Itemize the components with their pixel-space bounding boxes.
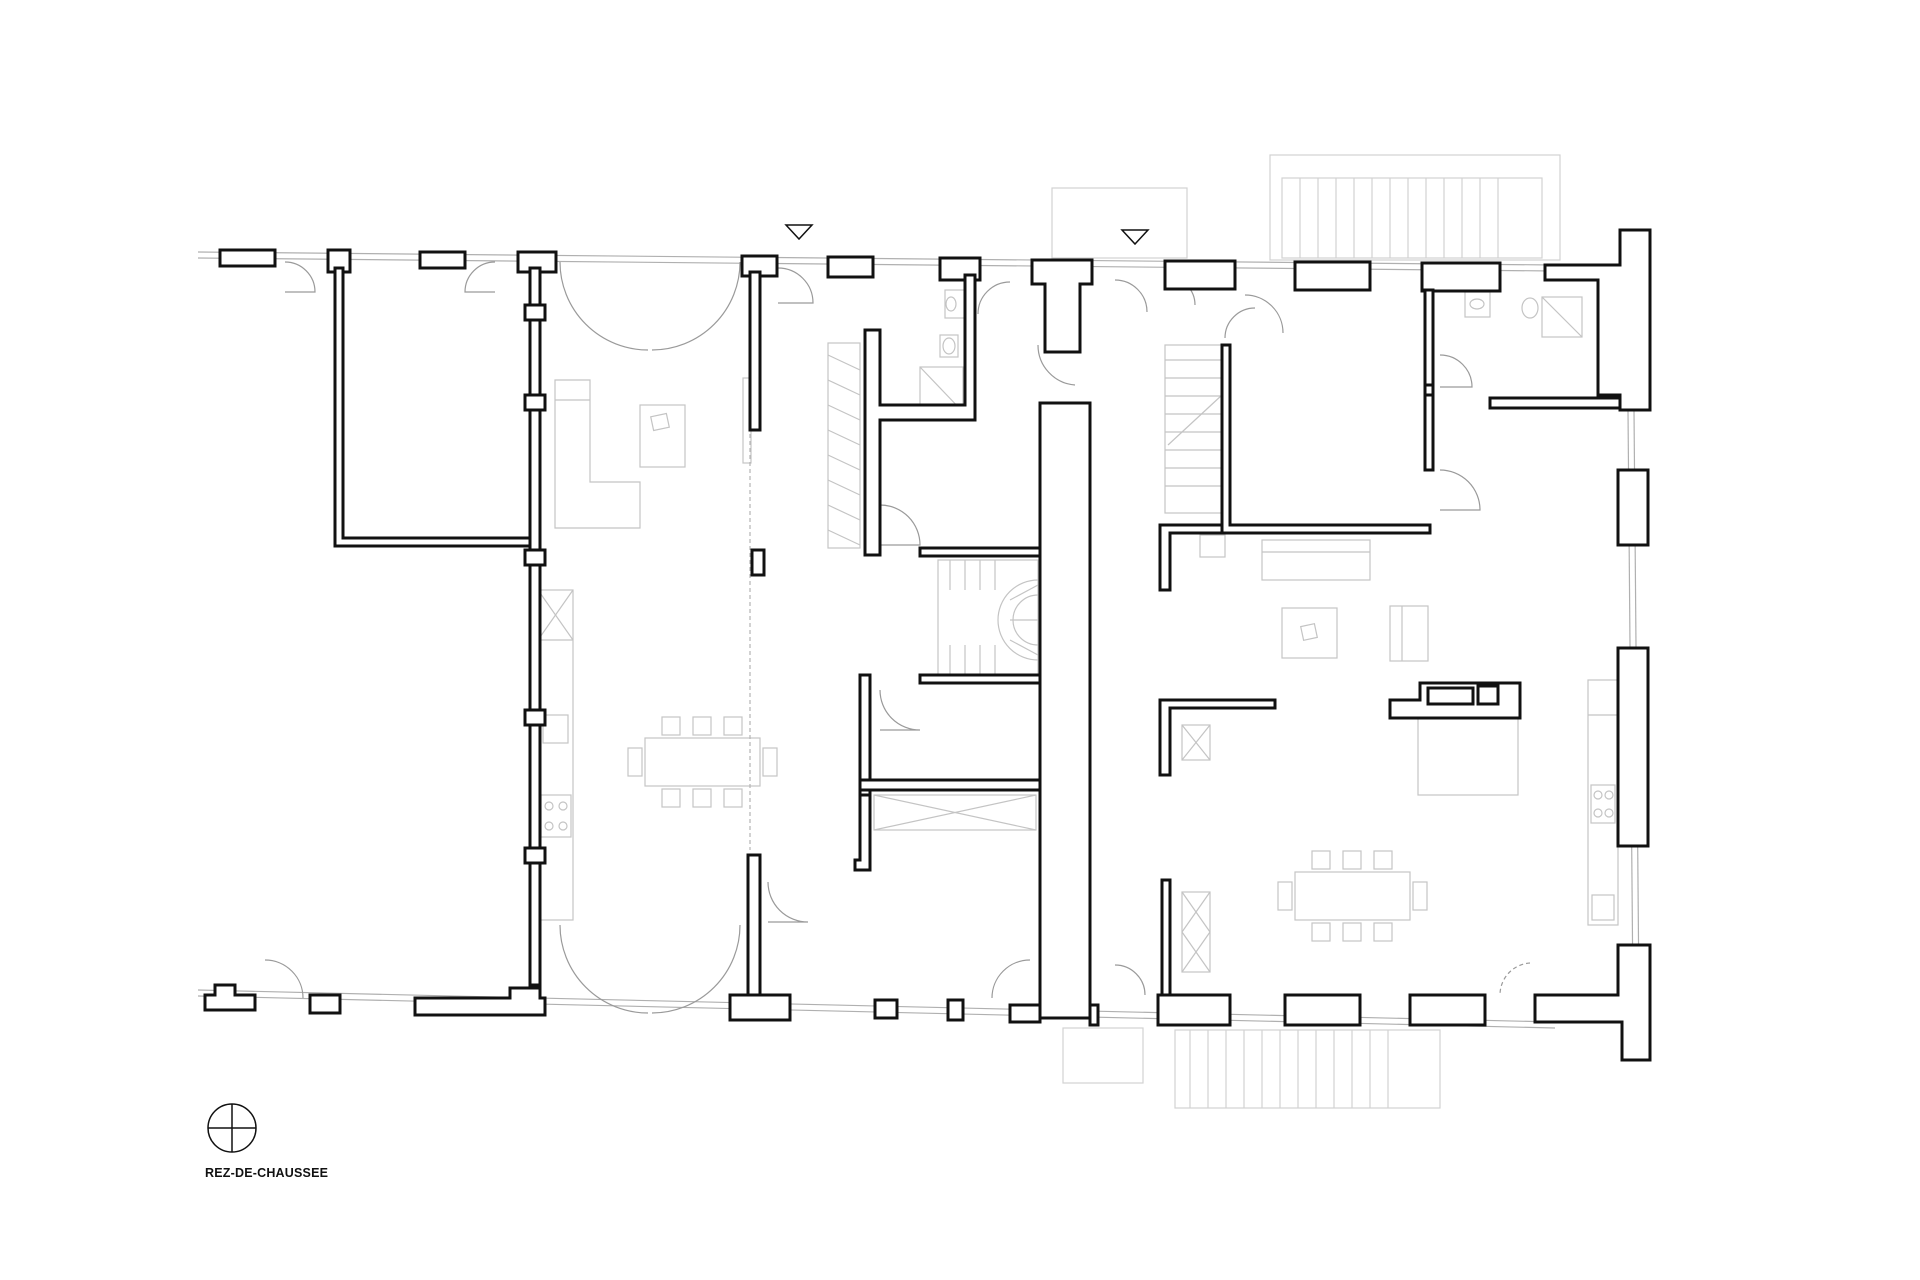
interior-stair [937, 559, 1039, 676]
entrance-triangle-icon [784, 224, 814, 241]
door-swings [264, 261, 1531, 1014]
facade-window-lines [197, 251, 1640, 1029]
exterior-stairs [1051, 154, 1561, 1109]
north-compass-icon [207, 1103, 257, 1153]
floor-label: REZ-DE-CHAUSSEE [205, 1166, 329, 1180]
entrance-triangle-icon [1120, 229, 1150, 246]
walls [203, 228, 1652, 1062]
